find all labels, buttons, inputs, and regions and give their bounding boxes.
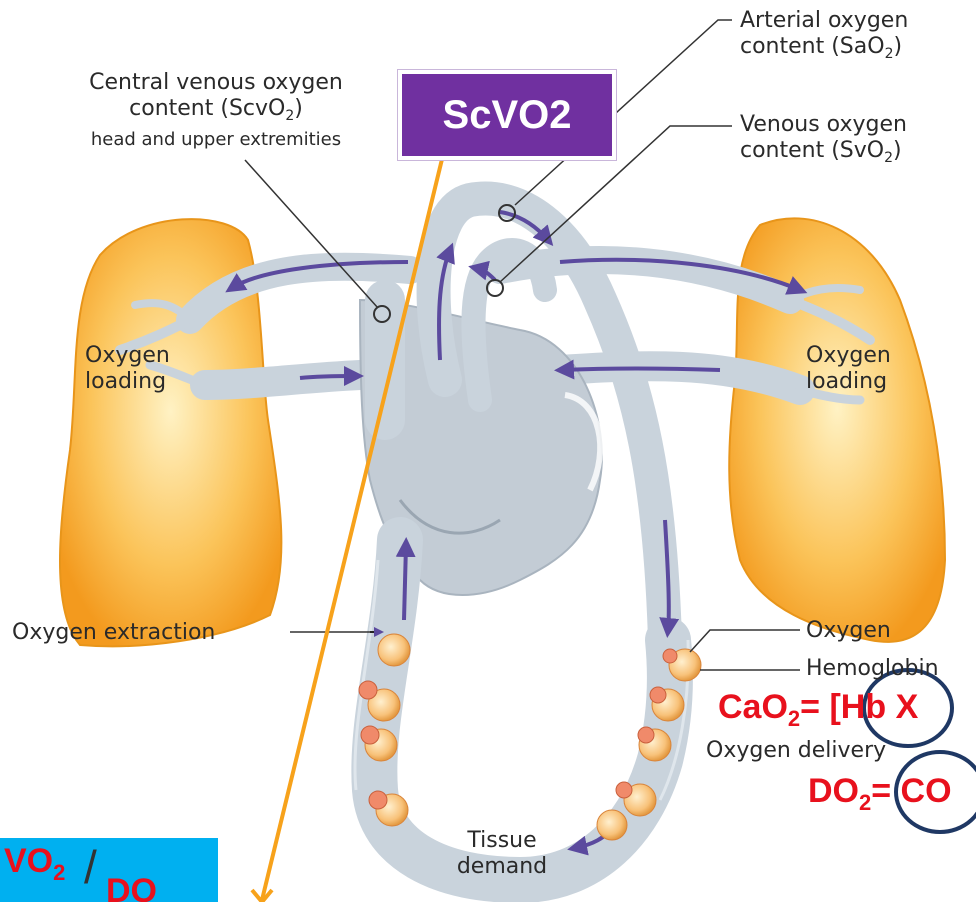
scvo2-box: ScVO2	[398, 70, 616, 160]
hemoglobin-label: Hemoglobin	[806, 656, 939, 682]
oxygen-label: Oxygen	[806, 618, 891, 644]
vo2-numerator: VO2	[4, 842, 65, 886]
oxygen-delivery-label: Oxygen delivery	[706, 738, 886, 764]
left-lung-label: Oxygen loading	[85, 343, 170, 395]
fraction-slash: /	[84, 840, 97, 894]
vo2-do2-box: VO2 / DO	[0, 838, 218, 902]
scvo2-text: ScVO2	[443, 93, 572, 138]
do2-formula: DO2= CO	[808, 772, 952, 816]
cao2-formula: CaO2= [Hb X	[718, 688, 918, 732]
central-venous-label: Central venous oxygen content (ScvO2) he…	[36, 70, 396, 151]
oxygen-extraction-label: Oxygen extraction	[12, 620, 215, 646]
do2-denominator: DO	[106, 872, 157, 902]
tissue-demand-label: Tissue demand	[440, 828, 564, 880]
right-lung-label: Oxygen loading	[806, 343, 891, 395]
arterial-label: Arterial oxygen content (SaO2)	[740, 8, 908, 67]
venous-label: Venous oxygen content (SvO2)	[740, 112, 907, 171]
